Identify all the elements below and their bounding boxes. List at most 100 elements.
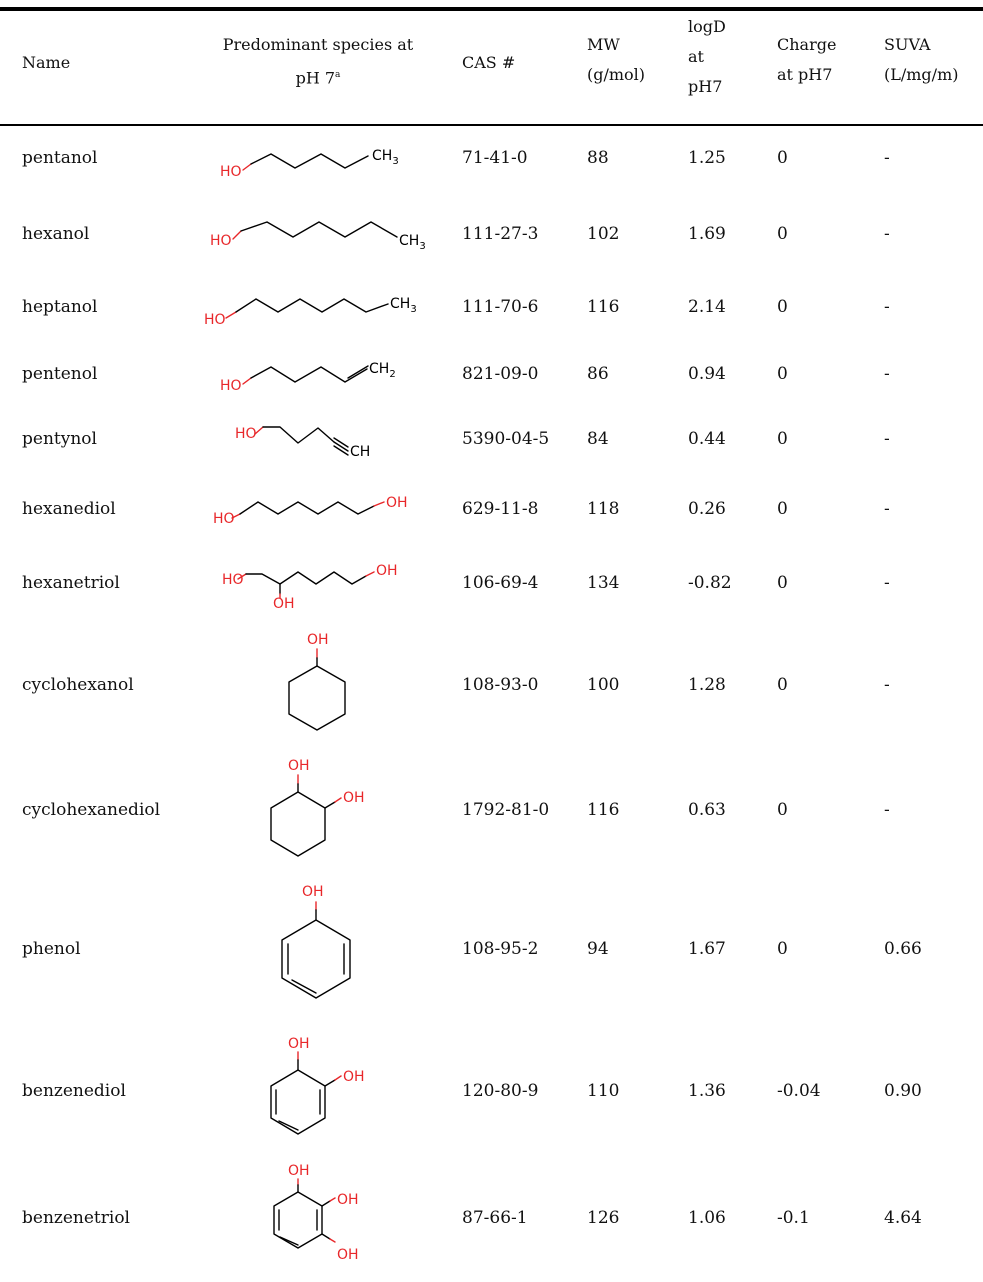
structure-benzenediol: OH OH — [270, 1036, 365, 1135]
cell-suva: - — [884, 499, 890, 519]
cell-charge: 0 — [777, 939, 788, 959]
cell-mw: 86 — [587, 364, 609, 384]
cell-charge: 0 — [777, 499, 788, 519]
svg-text:CH3: CH3 — [399, 233, 426, 252]
cell-name: cyclohexanol — [22, 675, 134, 695]
svg-text:HO: HO — [204, 312, 226, 328]
cell-suva: - — [884, 429, 890, 449]
cell-suva: - — [884, 364, 890, 384]
cell-cas: 111-70-6 — [462, 297, 539, 317]
cell-mw: 116 — [587, 800, 620, 820]
structure-hexanol: HO CH3 — [210, 221, 426, 252]
cell-logd: 0.94 — [688, 364, 726, 384]
cell-name: benzenetriol — [22, 1208, 130, 1228]
cell-cas: 108-93-0 — [462, 675, 539, 695]
cell-mw: 126 — [587, 1208, 620, 1228]
svg-text:CH3: CH3 — [372, 148, 399, 167]
svg-text:CH2: CH2 — [369, 361, 396, 380]
cell-mw: 100 — [587, 675, 620, 695]
structure-pentanol: HO CH3 — [220, 148, 399, 180]
cell-name: phenol — [22, 939, 81, 959]
cell-cas: 5390-04-5 — [462, 429, 550, 449]
svg-text:OH: OH — [343, 1069, 365, 1085]
svg-text:OH: OH — [307, 632, 329, 648]
cell-charge: 0 — [777, 224, 788, 244]
cell-cas: 87-66-1 — [462, 1208, 528, 1228]
structure-hexanediol: HO OH — [213, 495, 408, 527]
cell-suva: 0.66 — [884, 939, 922, 959]
table-top-rule — [0, 7, 983, 11]
structure-heptanol: HO CH3 — [204, 296, 417, 328]
cell-mw: 88 — [587, 148, 609, 168]
cell-name: cyclohexanediol — [22, 800, 161, 820]
header-cas: CAS # — [462, 53, 516, 72]
svg-text:OH: OH — [337, 1247, 359, 1263]
cell-charge: 0 — [777, 148, 788, 168]
cell-charge: 0 — [777, 297, 788, 317]
cell-cas: 71-41-0 — [462, 148, 528, 168]
cell-suva: - — [884, 800, 890, 820]
structure-phenol: OH — [281, 884, 351, 999]
structure-cyclohexanediol: OH OH — [270, 758, 365, 857]
cell-charge: -0.04 — [777, 1081, 821, 1101]
cell-suva: - — [884, 675, 890, 695]
cell-name: heptanol — [22, 297, 98, 317]
svg-text:OH: OH — [273, 596, 295, 612]
svg-text:HO: HO — [210, 233, 232, 249]
svg-text:HO: HO — [235, 426, 257, 442]
svg-text:CH: CH — [350, 444, 370, 460]
cell-name: pentenol — [22, 364, 98, 384]
svg-text:OH: OH — [376, 563, 398, 579]
svg-text:OH: OH — [288, 1163, 310, 1179]
cell-name: benzenediol — [22, 1081, 126, 1101]
structure-cyclohexanol: OH — [288, 632, 346, 731]
cell-logd: 2.14 — [688, 297, 726, 317]
cell-charge: 0 — [777, 573, 788, 593]
svg-text:HO: HO — [213, 511, 235, 527]
cell-name: pentanol — [22, 148, 98, 168]
cell-cas: 1792-81-0 — [462, 800, 550, 820]
cell-charge: 0 — [777, 800, 788, 820]
cell-cas: 120-80-9 — [462, 1081, 539, 1101]
structure-benzenetriol: OH OH OH — [273, 1163, 359, 1263]
cell-name: hexanol — [22, 224, 90, 244]
cell-logd: 1.67 — [688, 939, 726, 959]
cell-cas: 821-09-0 — [462, 364, 539, 384]
svg-text:OH: OH — [288, 758, 310, 774]
cell-name: pentynol — [22, 429, 97, 449]
svg-text:OH: OH — [302, 884, 324, 900]
header-species: Predominant species at pH 7a — [222, 35, 414, 88]
cell-logd: 1.25 — [688, 148, 726, 168]
cell-charge: 0 — [777, 675, 788, 695]
structure-hexanetriol: HO OH OH — [222, 563, 398, 612]
cell-cas: 629-11-8 — [462, 499, 539, 519]
svg-text:HO: HO — [222, 572, 244, 588]
cell-name: hexanediol — [22, 499, 116, 519]
cell-charge: 0 — [777, 429, 788, 449]
cell-mw: 84 — [587, 429, 609, 449]
cell-cas: 111-27-3 — [462, 224, 539, 244]
cell-charge: 0 — [777, 364, 788, 384]
cell-charge: -0.1 — [777, 1208, 810, 1228]
header-bottom-rule — [0, 124, 983, 126]
cell-mw: 94 — [587, 939, 609, 959]
cell-logd: 0.26 — [688, 499, 726, 519]
svg-text:OH: OH — [343, 790, 365, 806]
cell-logd: 1.69 — [688, 224, 726, 244]
cell-mw: 116 — [587, 297, 620, 317]
cell-suva: - — [884, 148, 890, 168]
cell-logd: 1.06 — [688, 1208, 726, 1228]
cell-mw: 110 — [587, 1081, 620, 1101]
cell-suva: 4.64 — [884, 1208, 922, 1228]
cell-logd: 1.36 — [688, 1081, 726, 1101]
structure-pentynol: HO CH — [235, 426, 370, 460]
svg-text:OH: OH — [288, 1036, 310, 1052]
cell-mw: 134 — [587, 573, 620, 593]
header-suva: SUVA(L/mg/m) — [884, 35, 959, 84]
cell-logd: -0.82 — [688, 573, 732, 593]
cell-mw: 102 — [587, 224, 620, 244]
structure-pentenol: HO CH2 — [220, 361, 396, 394]
cell-mw: 118 — [587, 499, 620, 519]
